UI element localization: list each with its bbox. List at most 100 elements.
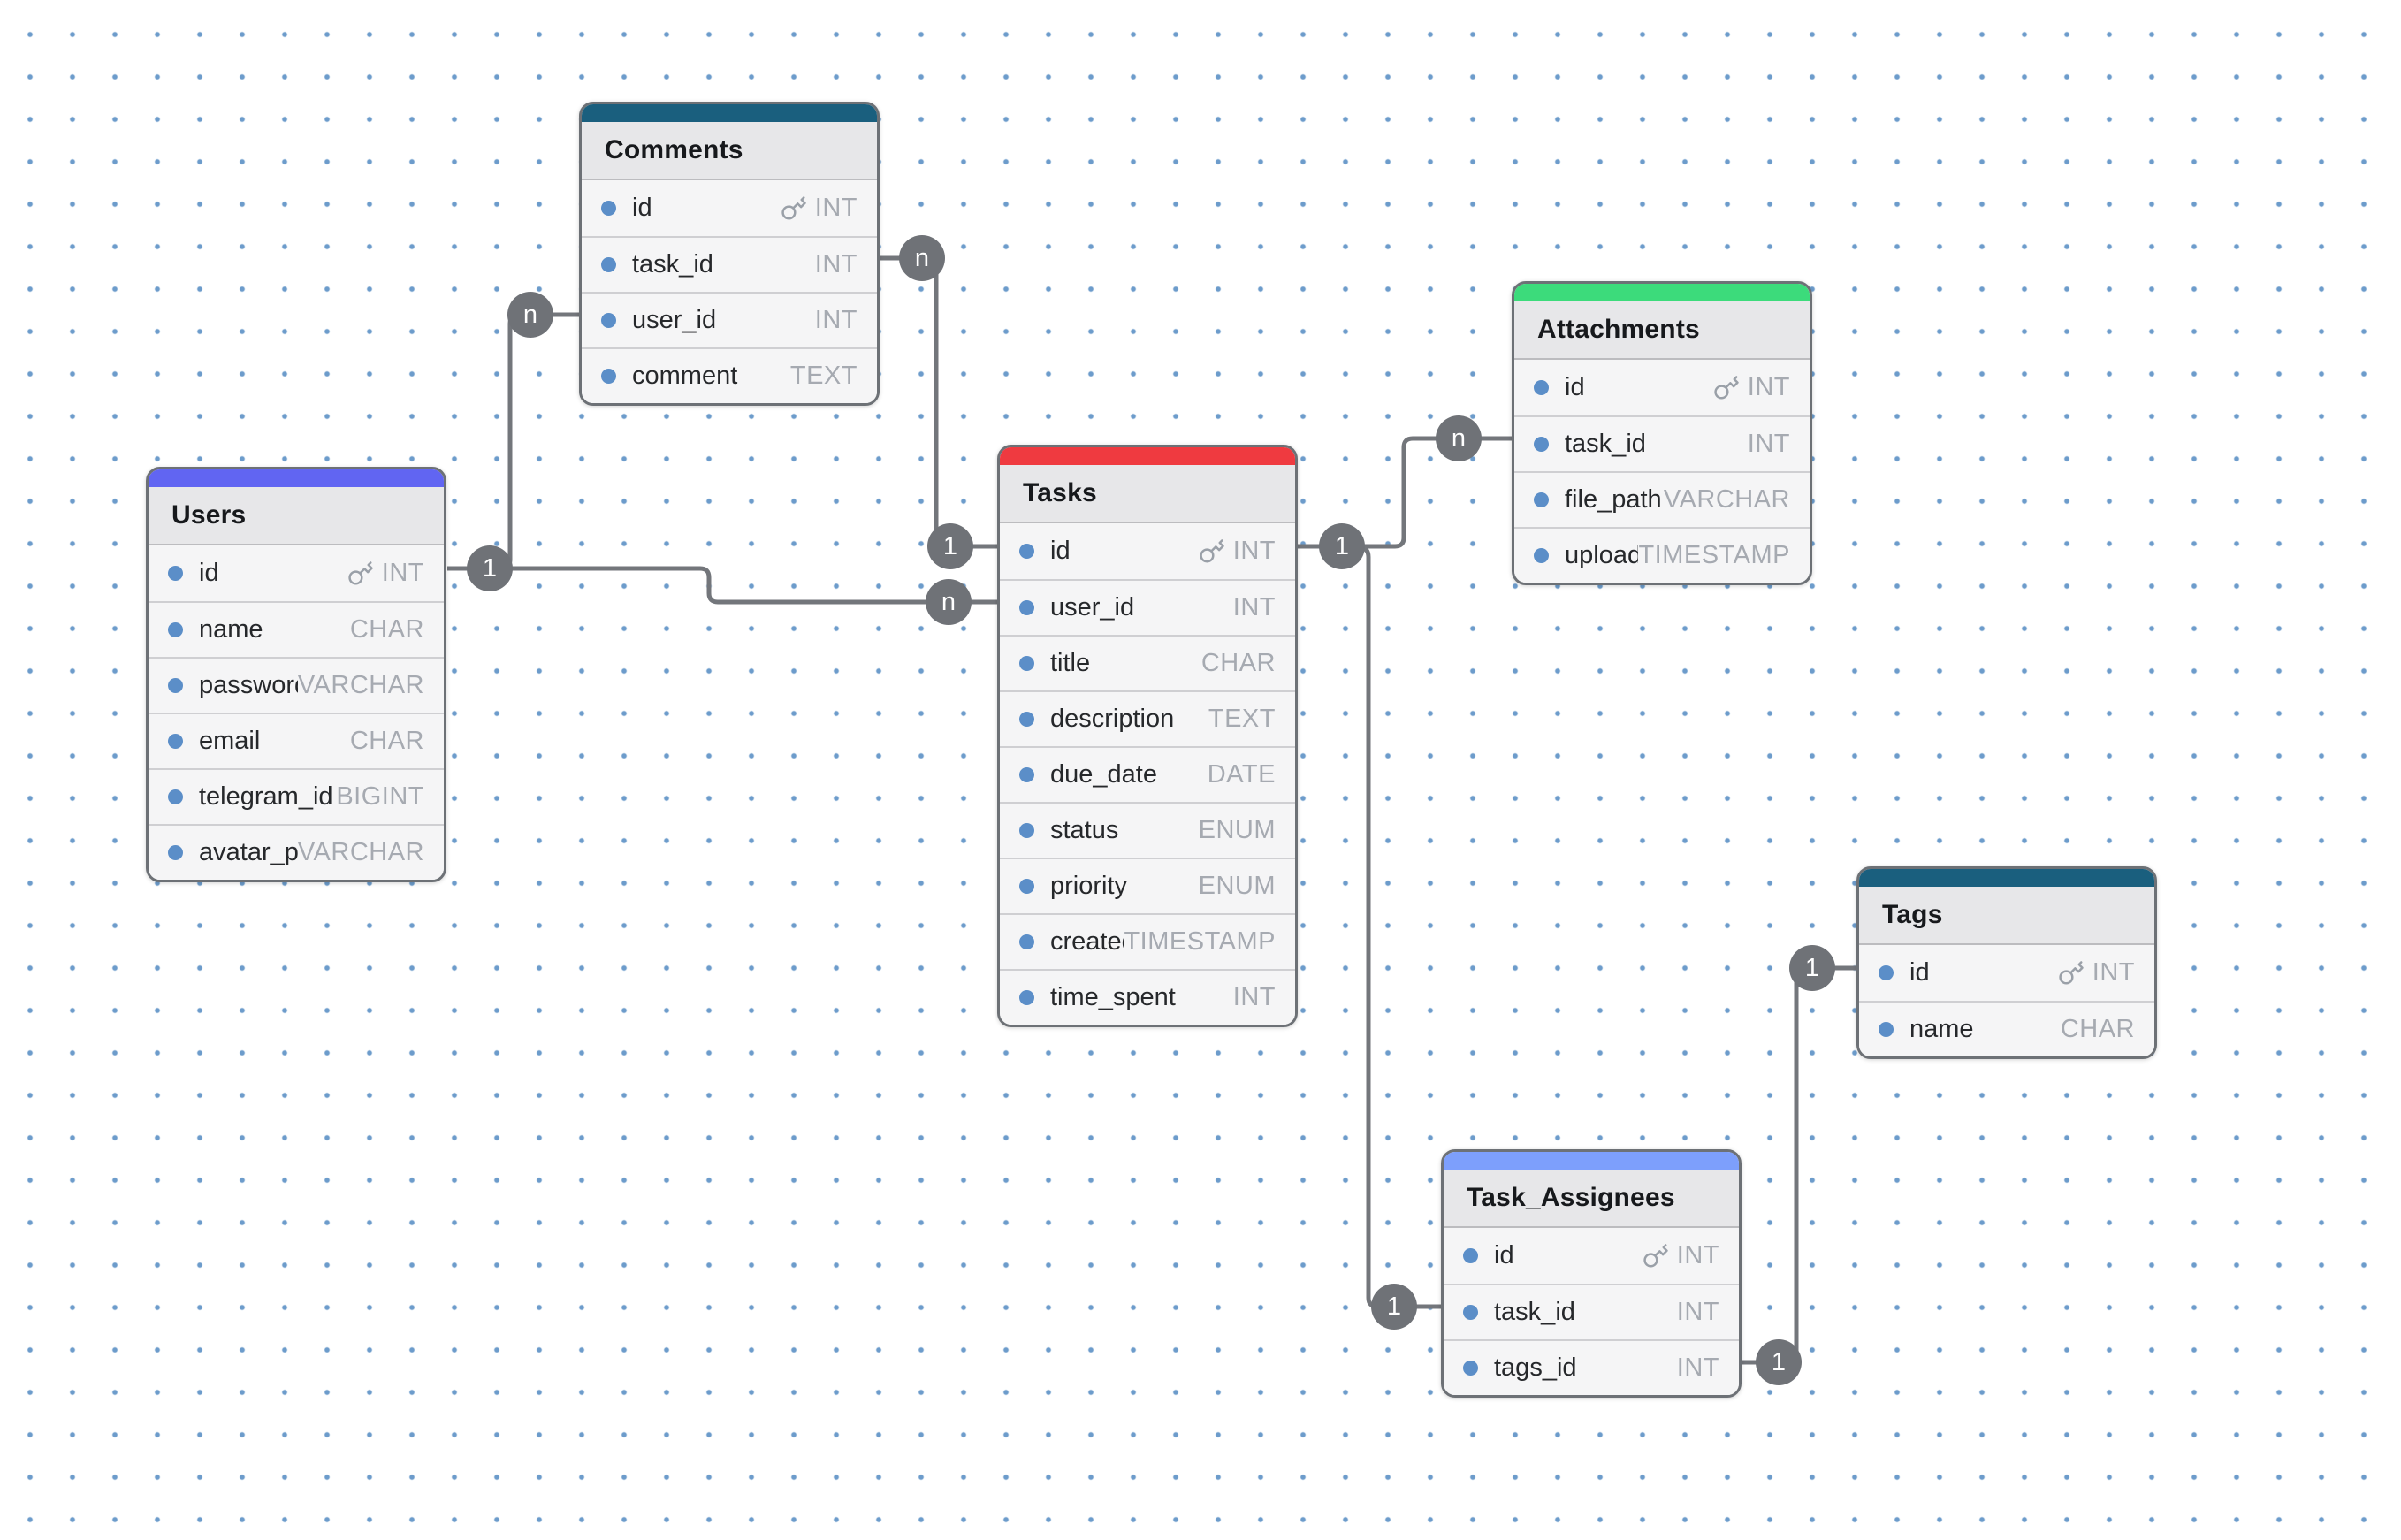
field-row[interactable]: priority ENUM <box>1000 858 1295 913</box>
field-row[interactable]: telegram_id BIGINT <box>149 768 444 824</box>
field-row[interactable]: id INT <box>1859 945 2154 1001</box>
field-type: TIMESTAMP <box>1638 541 1790 569</box>
relationship-line[interactable] <box>447 566 997 605</box>
table-header[interactable]: Users <box>149 487 444 545</box>
relationship-line[interactable] <box>1742 965 1856 1365</box>
field-type: INT <box>1676 1353 1719 1382</box>
cardinality-badge: 1 <box>1371 1284 1417 1330</box>
table-fields: id INT user_id INT title <box>1000 523 1295 1025</box>
field-row[interactable]: user_id INT <box>1000 579 1295 635</box>
table-header[interactable]: Task_Assignees <box>1444 1170 1739 1228</box>
table-card[interactable]: Tasks id INT user_id INT <box>997 445 1298 1027</box>
field-dot-icon <box>1534 548 1549 563</box>
relationship-line[interactable] <box>880 255 997 549</box>
table-card[interactable]: Task_Assignees id INT task_id INT <box>1441 1149 1742 1398</box>
field-dot-icon <box>1019 879 1034 894</box>
table-header-bar <box>1514 284 1810 301</box>
field-name: name <box>1909 1015 1974 1043</box>
field-row[interactable]: id INT <box>1000 523 1295 579</box>
field-row[interactable]: user_id INT <box>582 292 877 347</box>
field-type: INT <box>2092 958 2135 987</box>
field-row[interactable]: name CHAR <box>149 601 444 657</box>
field-name: user_id <box>1050 593 1135 621</box>
field-type-group: ENUM <box>1199 816 1276 845</box>
field-row[interactable]: upload... TIMESTAMP <box>1514 527 1810 583</box>
field-row[interactable]: password VARCHAR <box>149 657 444 713</box>
table-header[interactable]: Attachments <box>1514 301 1810 360</box>
field-dot-icon <box>1019 767 1034 782</box>
field-type: BIGINT <box>336 782 424 811</box>
field-row[interactable]: task_id INT <box>1444 1284 1739 1339</box>
table-card[interactable]: Tags id INT name CHAR <box>1856 866 2157 1059</box>
field-type: INT <box>814 250 858 278</box>
field-name: password <box>199 671 298 699</box>
field-row[interactable]: title CHAR <box>1000 635 1295 690</box>
field-row[interactable]: due_date DATE <box>1000 746 1295 802</box>
field-type: DATE <box>1207 760 1276 789</box>
field-dot-icon <box>1019 544 1034 559</box>
table-header[interactable]: Tasks <box>1000 465 1295 523</box>
field-type: CHAR <box>2060 1015 2135 1043</box>
table-fields: id INT task_id INT tags_id <box>1444 1228 1739 1395</box>
key-icon <box>1199 538 1225 565</box>
field-type-group: TIMESTAMP <box>1124 927 1276 957</box>
relationship-line[interactable] <box>1298 544 1441 1309</box>
field-type: INT <box>381 559 424 587</box>
field-row[interactable]: id INT <box>149 545 444 601</box>
key-icon <box>2058 960 2085 987</box>
field-row[interactable]: id INT <box>582 180 877 236</box>
field-row[interactable]: id INT <box>1514 360 1810 415</box>
cardinality-badge: 1 <box>467 545 513 591</box>
cardinality-badge: 1 <box>1319 523 1365 569</box>
table-header-bar <box>1859 869 2154 887</box>
cardinality-badge: n <box>899 235 945 281</box>
table-header[interactable]: Comments <box>582 122 877 180</box>
field-row[interactable]: status ENUM <box>1000 802 1295 858</box>
field-row[interactable]: description TEXT <box>1000 690 1295 746</box>
field-name: id <box>1565 373 1585 401</box>
table-card[interactable]: Attachments id INT task_id INT <box>1512 281 1812 585</box>
field-name: task_id <box>632 250 713 278</box>
field-row[interactable]: tags_id INT <box>1444 1339 1739 1395</box>
table-card[interactable]: Users id INT name CHAR <box>146 467 446 882</box>
field-type: INT <box>1232 537 1276 565</box>
field-name: created... <box>1050 927 1124 956</box>
field-type-group: INT <box>1199 537 1276 566</box>
field-row[interactable]: task_id INT <box>582 236 877 292</box>
field-type: INT <box>1747 430 1790 458</box>
field-type-group: CHAR <box>1201 649 1276 678</box>
field-type-group: INT <box>2058 958 2135 987</box>
field-row[interactable]: name CHAR <box>1859 1001 2154 1056</box>
field-row[interactable]: task_id INT <box>1514 415 1810 471</box>
field-type-group: VARCHAR <box>1664 485 1790 515</box>
field-type-group: INT <box>1233 593 1276 622</box>
field-type: ENUM <box>1198 816 1276 844</box>
field-type: VARCHAR <box>297 671 424 699</box>
field-row[interactable]: avatar_pa... VARCHAR <box>149 824 444 880</box>
field-type-group: CHAR <box>350 615 424 644</box>
field-row[interactable]: file_path VARCHAR <box>1514 471 1810 527</box>
table-card[interactable]: Comments id INT task_id INT <box>579 102 880 406</box>
table-fields: id INT name CHAR <box>1859 945 2154 1056</box>
field-name: task_id <box>1565 430 1646 458</box>
field-dot-icon <box>168 734 183 749</box>
cardinality-badge: 1 <box>1756 1339 1802 1385</box>
table-header[interactable]: Tags <box>1859 887 2154 945</box>
field-dot-icon <box>1019 990 1034 1005</box>
field-type-group: TIMESTAMP <box>1638 541 1790 570</box>
field-row[interactable]: comment TEXT <box>582 347 877 403</box>
field-type-group: CHAR <box>350 727 424 756</box>
field-dot-icon <box>168 845 183 860</box>
field-dot-icon <box>601 313 616 328</box>
table-name: Attachments <box>1537 315 1700 344</box>
field-row[interactable]: id INT <box>1444 1228 1739 1284</box>
relationship-line[interactable] <box>447 312 579 571</box>
field-name: status <box>1050 816 1119 844</box>
field-name: title <box>1050 649 1091 677</box>
field-type: INT <box>1676 1241 1719 1269</box>
field-type: ENUM <box>1198 872 1276 900</box>
field-row[interactable]: email CHAR <box>149 713 444 768</box>
field-row[interactable]: time_spent INT <box>1000 969 1295 1025</box>
relationship-line[interactable] <box>1298 436 1512 549</box>
field-row[interactable]: created... TIMESTAMP <box>1000 913 1295 969</box>
